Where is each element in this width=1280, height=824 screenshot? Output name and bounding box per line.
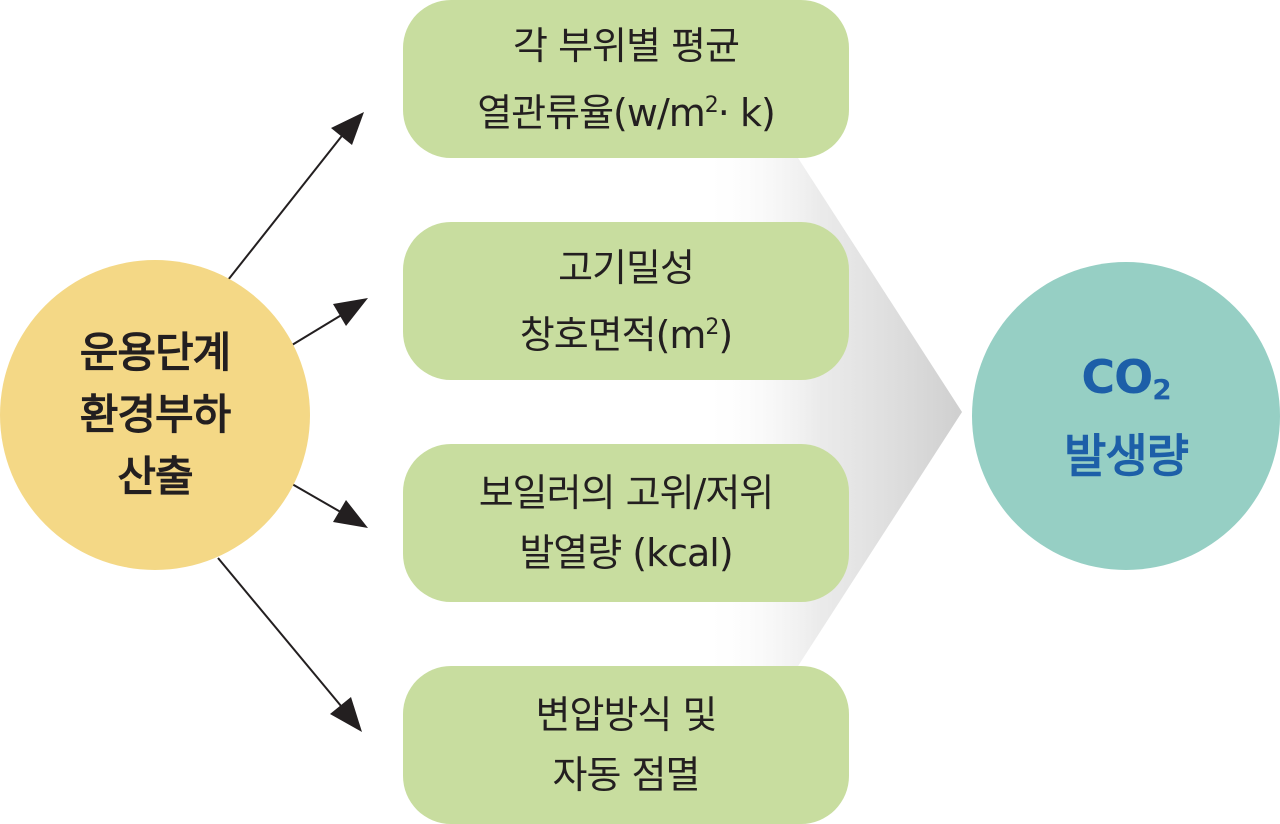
- factor-2-line-2-end: ): [718, 312, 733, 357]
- funnel-shape: [700, 130, 962, 694]
- source-circle: 운용단계 환경부하 산출: [0, 260, 310, 570]
- arrow-to-factor-1: [227, 117, 357, 281]
- arrow-to-factor-4: [217, 557, 357, 725]
- source-line-2: 환경부하: [79, 390, 232, 439]
- factor-3-line-1: 보일러의 고위/저위: [478, 471, 775, 515]
- factor-box-transformer-lighting: 변압방식 및 자동 점멸: [403, 666, 849, 824]
- arrowhead-3: [333, 500, 368, 528]
- factor-1-line-1: 각 부위별 평균: [513, 23, 740, 68]
- factor-2-line-2-main: 창호면적(m: [519, 312, 707, 357]
- factor-1-line-2-main: 열관류율(w/m: [477, 90, 706, 135]
- factor-1-line-2-end: · k): [717, 90, 776, 135]
- source-line-1: 운용단계: [79, 328, 232, 377]
- factor-box-window-area: 고기밀성 창호면적(m2): [403, 222, 849, 380]
- factor-4-line-1: 변압방식 및: [535, 693, 718, 737]
- factor-2-line-2: 창호면적(m2): [519, 298, 734, 365]
- factor-box-boiler-heating-value: 보일러의 고위/저위 발열량 (kcal): [403, 444, 849, 602]
- result-line-2: 발생량: [1064, 428, 1189, 483]
- factor-box-thermal-transmittance: 각 부위별 평균 열관류율(w/m2· k): [403, 0, 849, 158]
- source-line-3: 산출: [117, 452, 193, 501]
- factor-3-line-2: 발열량 (kcal): [519, 531, 733, 575]
- arrowhead-2: [333, 298, 368, 326]
- factor-1-superscript: 2: [704, 92, 719, 118]
- arrowhead-1: [331, 112, 364, 145]
- result-subscript: 2: [1152, 372, 1172, 406]
- factor-2-superscript: 2: [705, 314, 719, 340]
- factor-1-line-2: 열관류율(w/m2· k): [477, 76, 776, 143]
- result-circle: CO2 발생량: [972, 262, 1280, 570]
- factor-2-line-1: 고기밀성: [558, 245, 695, 290]
- factor-4-line-2: 자동 점멸: [552, 753, 701, 797]
- arrowhead-4: [330, 697, 362, 732]
- result-co-text: CO: [1081, 349, 1153, 404]
- result-line-1: CO2: [1081, 344, 1172, 423]
